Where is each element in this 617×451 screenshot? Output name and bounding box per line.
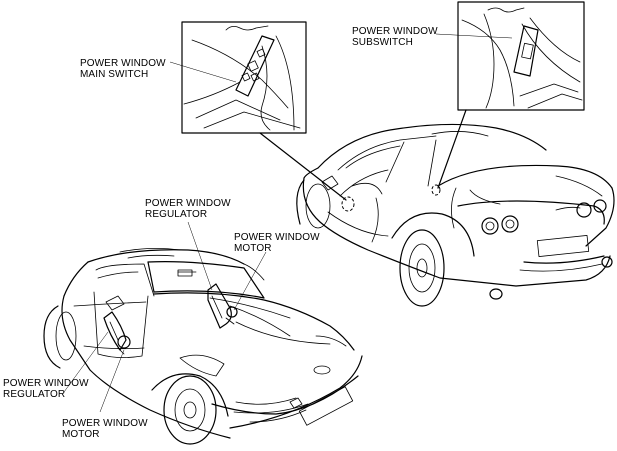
- subswitch-label: POWER WINDOW SUBSWITCH: [352, 26, 438, 48]
- motor-right-shape: [226, 306, 238, 318]
- front-view-car: [43, 248, 363, 445]
- main-switch-location-marker: [341, 196, 355, 212]
- rear-view-car: [296, 123, 615, 307]
- main-switch-label-line2: MAIN SWITCH: [80, 69, 149, 80]
- regulator-bottom-label-line1: POWER WINDOW: [3, 378, 89, 389]
- main-switch-label: POWER WINDOW MAIN SWITCH: [80, 58, 166, 80]
- regulator-left-shape: [103, 311, 127, 351]
- regulator-top-label-line2: REGULATOR: [145, 209, 208, 220]
- regulator-top-label-line1: POWER WINDOW: [145, 198, 231, 209]
- motor-bottom-label-line2: MOTOR: [62, 429, 100, 440]
- motor-left-shape: [117, 335, 131, 349]
- regulator-right-shape: [207, 283, 232, 329]
- regulator-bottom-label: POWER WINDOW REGULATOR: [3, 378, 89, 400]
- motor-bottom-label: POWER WINDOW MOTOR: [62, 418, 148, 440]
- subswitch-location-marker: [431, 184, 441, 196]
- subswitch-leader: [437, 109, 467, 189]
- regulator-top-label: POWER WINDOW REGULATOR: [145, 198, 231, 220]
- main-switch-leader: [259, 132, 347, 201]
- main-switch-label-line1: POWER WINDOW: [80, 58, 166, 69]
- subswitch-inset: [457, 1, 585, 111]
- leader-lines: [63, 33, 513, 413]
- subswitch-label-line1: POWER WINDOW: [352, 26, 438, 37]
- motor-bottom-label-line1: POWER WINDOW: [62, 418, 148, 429]
- motor-top-label-line2: MOTOR: [234, 243, 272, 254]
- subswitch-label-line2: SUBSWITCH: [352, 37, 413, 48]
- main-switch-inset: [181, 21, 307, 134]
- motor-top-label-line1: POWER WINDOW: [234, 232, 320, 243]
- regulator-bottom-label-line2: REGULATOR: [3, 389, 66, 400]
- motor-top-label: POWER WINDOW MOTOR: [234, 232, 320, 254]
